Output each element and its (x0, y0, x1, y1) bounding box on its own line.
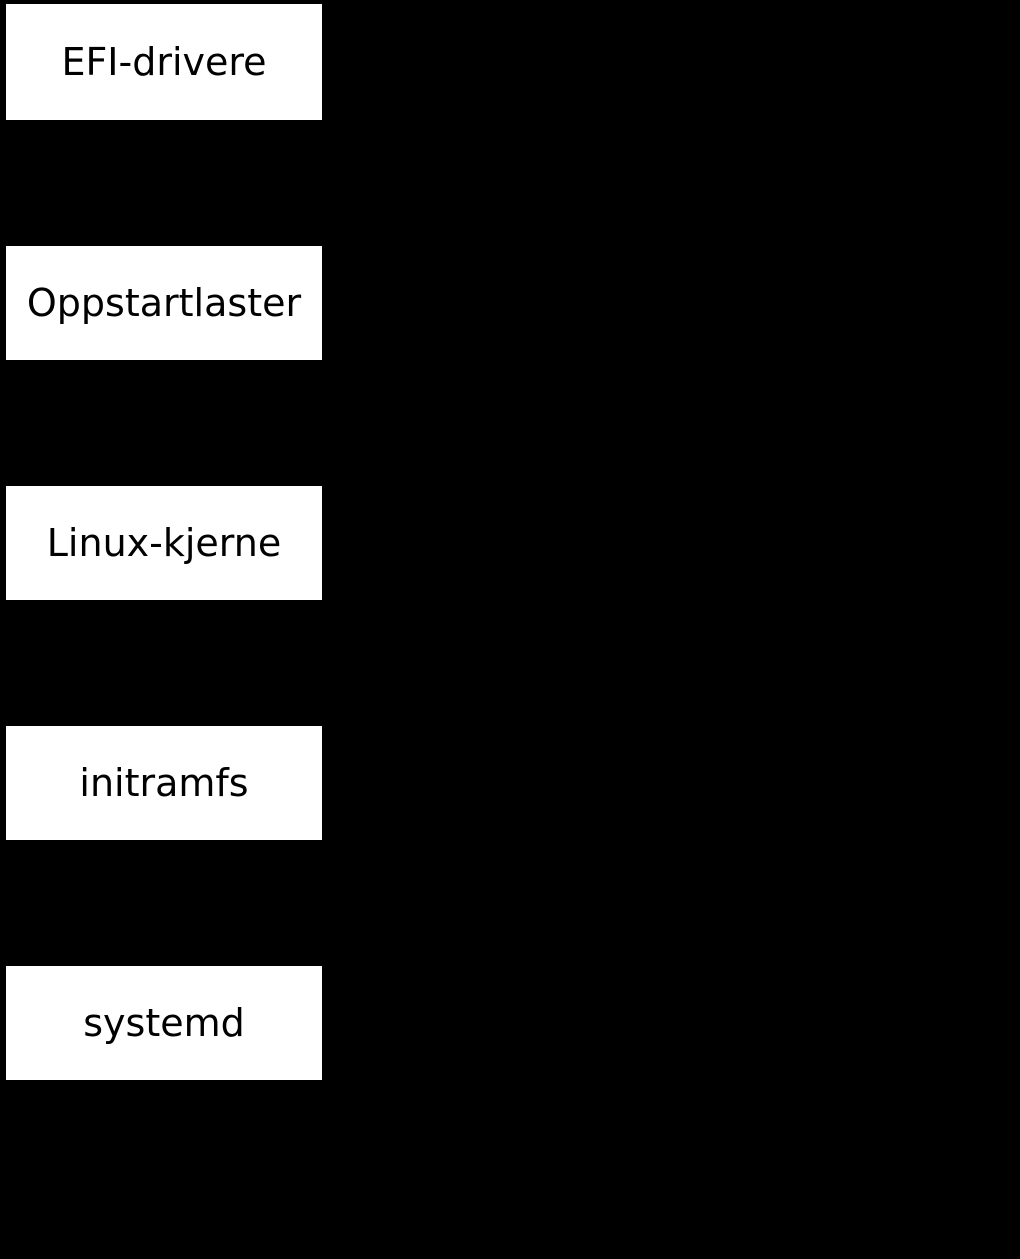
diagram-box-label: systemd (83, 1001, 245, 1045)
diagram-box-label: Linux-kjerne (46, 521, 282, 565)
diagram-box-label: EFI-drivere (61, 40, 267, 84)
diagram-box-label: initramfs (79, 761, 249, 805)
diagram-box-initramfs[interactable]: initramfs (6, 726, 322, 840)
diagram-box-systemd[interactable]: systemd (6, 966, 322, 1080)
diagram-box-linux-kjerne[interactable]: Linux-kjerne (6, 486, 322, 600)
diagram-box-label: Oppstartlaster (26, 281, 302, 325)
diagram-box-efi-drivere[interactable]: EFI-drivere (6, 4, 322, 120)
diagram-box-oppstartlaster[interactable]: Oppstartlaster (6, 246, 322, 360)
